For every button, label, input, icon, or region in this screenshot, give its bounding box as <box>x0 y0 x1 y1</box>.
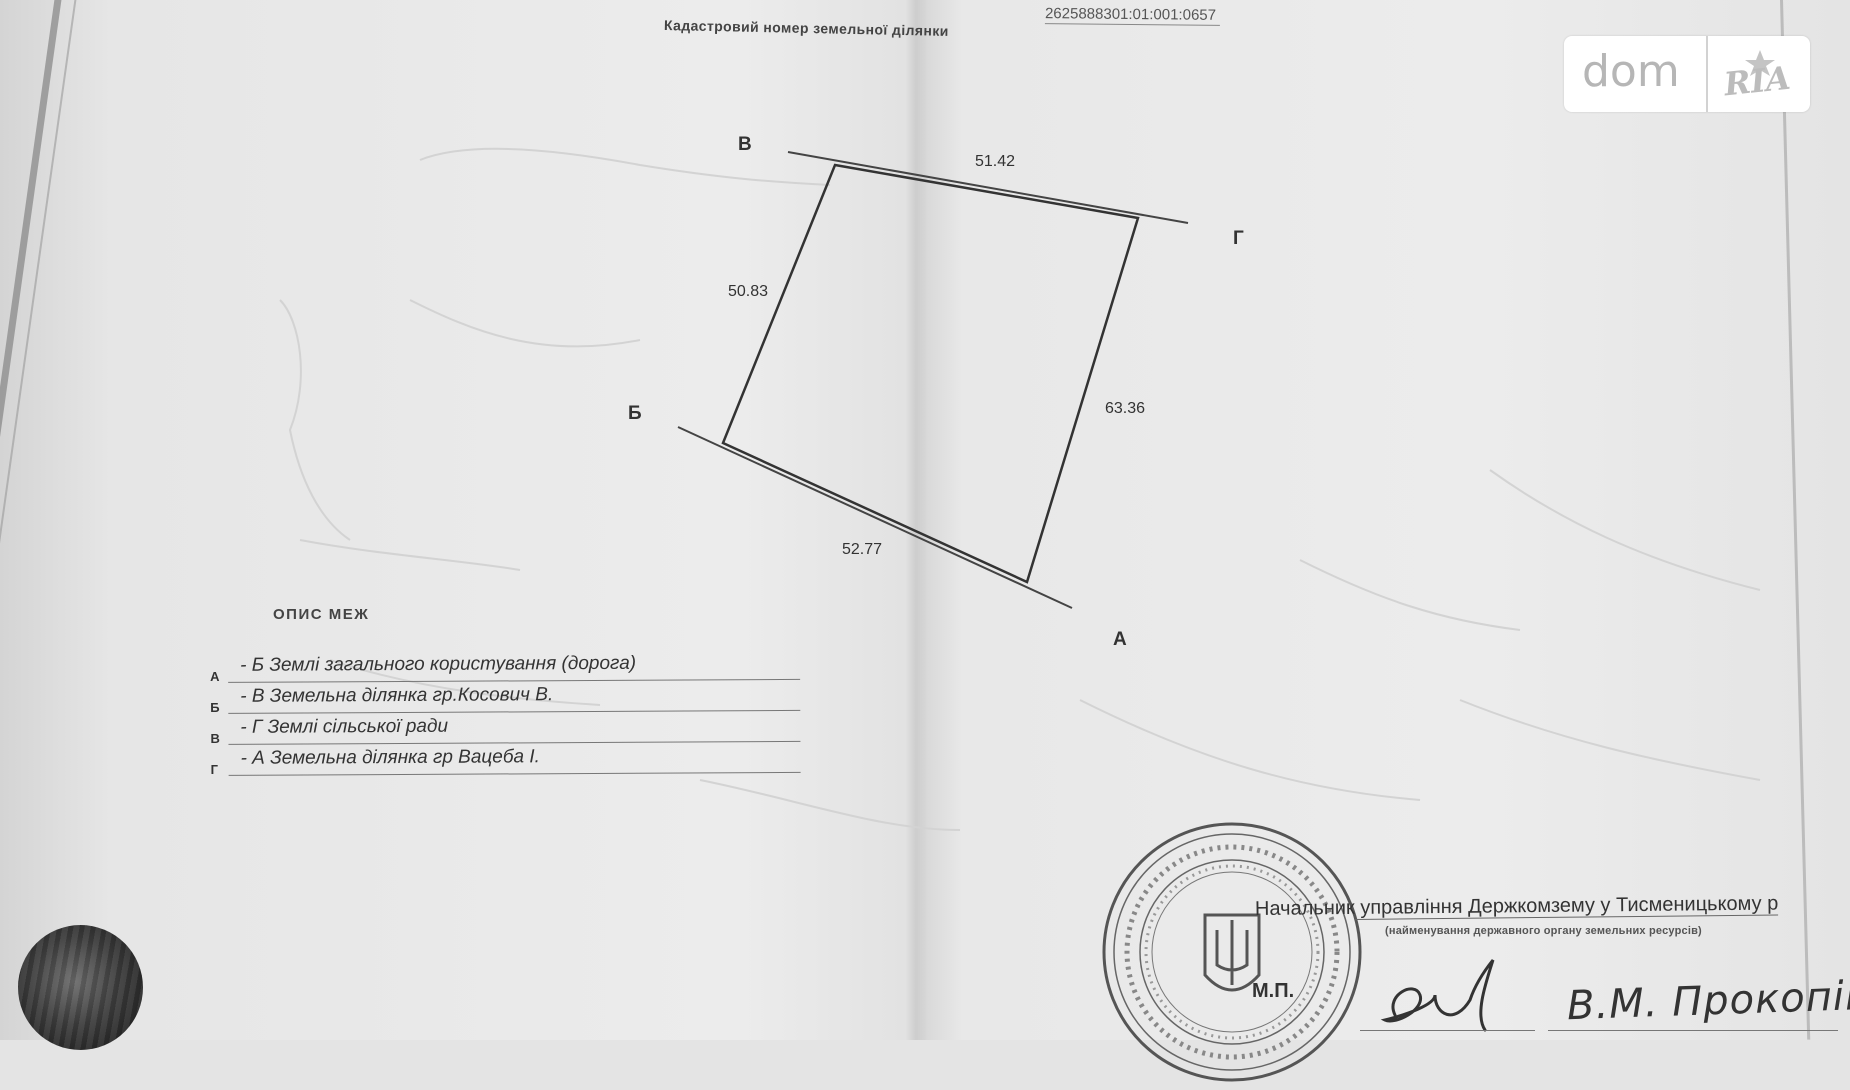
ext-line-top <box>787 151 1189 224</box>
vertex-v-label: В <box>738 134 752 155</box>
distance-v-g: 51.42 <box>975 153 1015 170</box>
dom-ria-watermark: dom RIA <box>1564 36 1810 112</box>
signer-name: В.М. Прокопів <box>1566 972 1850 1030</box>
plot-boundary <box>721 163 1140 584</box>
boundaries-title: ОПИС МЕЖ <box>273 606 370 623</box>
plot-plan: В Г Б А 51.42 50.83 63.36 52.77 <box>279 134 1761 831</box>
signer-line <box>1548 1030 1838 1031</box>
boundary-underline <box>228 709 801 714</box>
ria-star-icon <box>1745 50 1775 76</box>
distance-g-a: 63.36 <box>1105 400 1145 417</box>
background-traces <box>279 147 1761 831</box>
official-seal <box>1102 822 1362 1082</box>
vertex-a-label: А <box>1113 629 1127 650</box>
approver-authority: управління Держкомзему у Тисменицькому р <box>1354 892 1779 920</box>
boundary-key: А <box>210 668 220 684</box>
boundary-row: В - Г Землі сільської ради <box>210 714 801 747</box>
boundary-text: - Г Землі сільської ради <box>240 715 449 738</box>
boundary-text: - А Земельна ділянка гр Вацеба І. <box>240 746 540 769</box>
vertex-b-label: Б <box>628 403 642 424</box>
vertex-g-label: Г <box>1233 228 1244 249</box>
boundary-row: Г - А Земельна ділянка гр Вацеба І. <box>210 745 801 778</box>
boundary-text: - В Земельна ділянка гр.Косович В. <box>240 684 554 707</box>
paper-fold <box>905 0 927 1040</box>
watermark-brand: dom <box>1582 46 1680 97</box>
boundary-text: - Б Землі загального користування (дорог… <box>239 652 637 676</box>
boundary-row: А - Б Землі загального користування (дор… <box>210 652 801 685</box>
authority-caption: (найменування державного органу земельни… <box>1385 925 1702 937</box>
approver-position-prefix: Начальник <box>1254 896 1355 920</box>
boundary-key: В <box>210 730 220 746</box>
handwritten-signature <box>1380 959 1495 1032</box>
boundary-key: Б <box>210 699 220 715</box>
boundary-key: Г <box>210 761 219 777</box>
boundary-underline <box>228 678 801 683</box>
distance-a-b: 52.77 <box>842 541 882 558</box>
ext-line-bottom <box>677 426 1073 609</box>
boundary-row: Б - В Земельна ділянка гр.Косович В. <box>210 683 801 716</box>
distance-b-v: 50.83 <box>728 283 768 300</box>
photo-corner <box>18 925 143 1050</box>
watermark-divider <box>1706 36 1708 112</box>
stamp-mark: М.П. <box>1252 980 1295 1002</box>
boundaries-list: А - Б Землі загального користування (дор… <box>210 652 811 795</box>
signature-line <box>1360 1030 1535 1031</box>
document-sheet <box>0 0 1850 1040</box>
boundary-underline <box>228 771 801 776</box>
boundary-underline <box>228 740 801 745</box>
